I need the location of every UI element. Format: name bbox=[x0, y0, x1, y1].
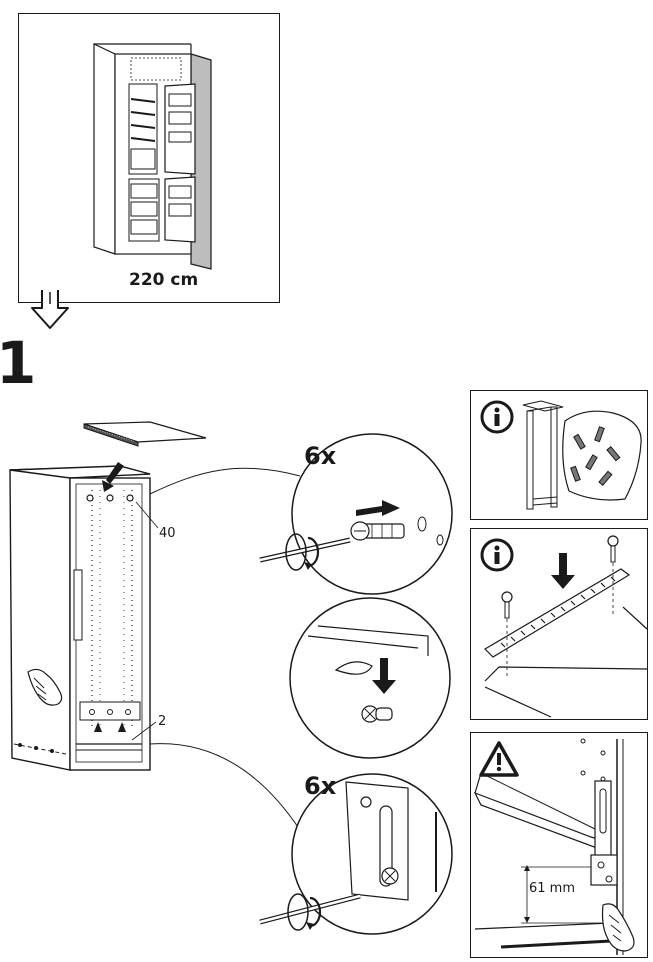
intro-panel: 220 cm bbox=[18, 13, 280, 303]
measurement-label: 61 mm bbox=[529, 881, 576, 896]
main-cabinet-illustration bbox=[9, 421, 301, 831]
detail-bottom-circle bbox=[259, 773, 453, 935]
info-icon bbox=[480, 400, 514, 434]
detail-top-quantity: 6x bbox=[304, 442, 337, 470]
down-arrow-icon bbox=[31, 290, 69, 329]
bracket-measurement-illustration bbox=[473, 738, 635, 955]
info-panel-1 bbox=[470, 390, 648, 520]
detail-bottom-quantity: 6x bbox=[304, 772, 337, 800]
info-panel-2 bbox=[470, 528, 648, 720]
callout-top-count: 40 bbox=[159, 526, 176, 541]
warning-icon bbox=[479, 741, 519, 777]
info-icon bbox=[480, 538, 514, 572]
detail-middle-circle bbox=[289, 597, 451, 759]
height-label: 220 cm bbox=[129, 270, 199, 290]
cabinet-illustration bbox=[93, 43, 212, 270]
cabinet-frame-illustration bbox=[522, 400, 642, 510]
warning-panel: 61 mm bbox=[470, 732, 648, 958]
detail-top-circle bbox=[259, 433, 453, 595]
step-number: 1 bbox=[0, 329, 37, 397]
rail-assembly-illustration bbox=[484, 535, 648, 718]
callout-bottom-count: 2 bbox=[158, 714, 167, 729]
